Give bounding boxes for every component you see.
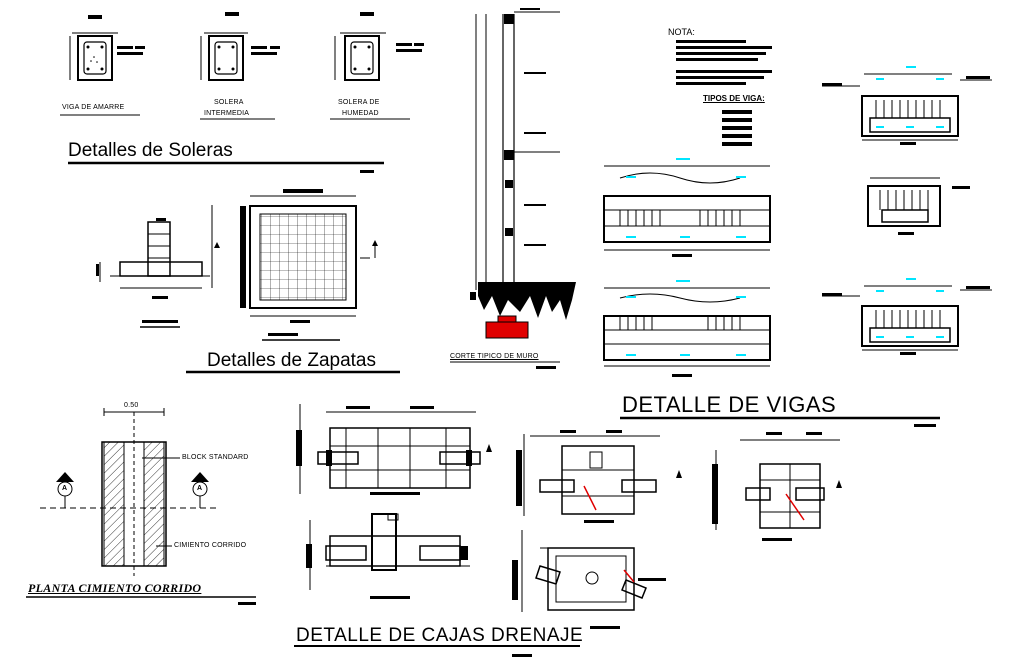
viga-section-1 (822, 66, 992, 145)
label-cimiento-width: 0.50 (124, 402, 139, 409)
label-cimiento-corrido: CIMIENTO CORRIDO (174, 542, 247, 549)
section-mark-a-left: A (62, 485, 68, 492)
label-solera-intermedia-line2: INTERMEDIA (204, 110, 250, 117)
label-nota: NOTA: (668, 27, 695, 37)
title-detalles-zapatas: Detalles de Zapatas (207, 350, 376, 371)
viga-section-3 (822, 278, 992, 355)
caja-drenaje-3 (516, 430, 682, 523)
caja-drenaje-5 (712, 432, 842, 541)
section-mark-a-right: A (197, 485, 203, 492)
title-detalle-de-vigas: DETALLE DE VIGAS (622, 392, 837, 417)
label-solera-intermedia-line1: SOLERA (214, 99, 244, 106)
notes-block (676, 40, 772, 146)
solera-section-viga-amarre (60, 15, 145, 116)
title-detalles-soleras: Detalles de Soleras (68, 140, 233, 161)
zapata-section (96, 205, 220, 328)
label-tipos-de-viga: TIPOS DE VIGA: (703, 94, 765, 103)
viga-elevation-1 (603, 158, 771, 257)
title-planta-cimiento-corrido: PLANTA CIMIENTO CORRIDO (28, 581, 202, 595)
solera-section-humedad (330, 12, 424, 120)
caja-drenaje-4 (512, 530, 666, 629)
viga-section-2 (867, 177, 970, 235)
solera-section-intermedia (200, 12, 280, 120)
muro-section (450, 8, 576, 369)
cimiento-plan (26, 408, 256, 605)
label-block-standard: BLOCK STANDARD (182, 454, 249, 461)
label-solera-humedad-line2: HUMEDAD (342, 110, 379, 117)
label-solera-humedad-line1: SOLERA DE (338, 99, 380, 106)
title-detalle-cajas-drenaje: DETALLE DE CAJAS DRENAJE (296, 625, 584, 646)
viga-elevation-2 (603, 280, 771, 377)
caja-drenaje-1 (296, 404, 492, 495)
caja-drenaje-2 (306, 513, 470, 599)
label-viga-de-amarre: VIGA DE AMARRE (62, 104, 125, 111)
label-corte-tipico-muro: CORTE TIPICO DE MURO (450, 353, 539, 360)
zapata-plan (240, 189, 378, 341)
